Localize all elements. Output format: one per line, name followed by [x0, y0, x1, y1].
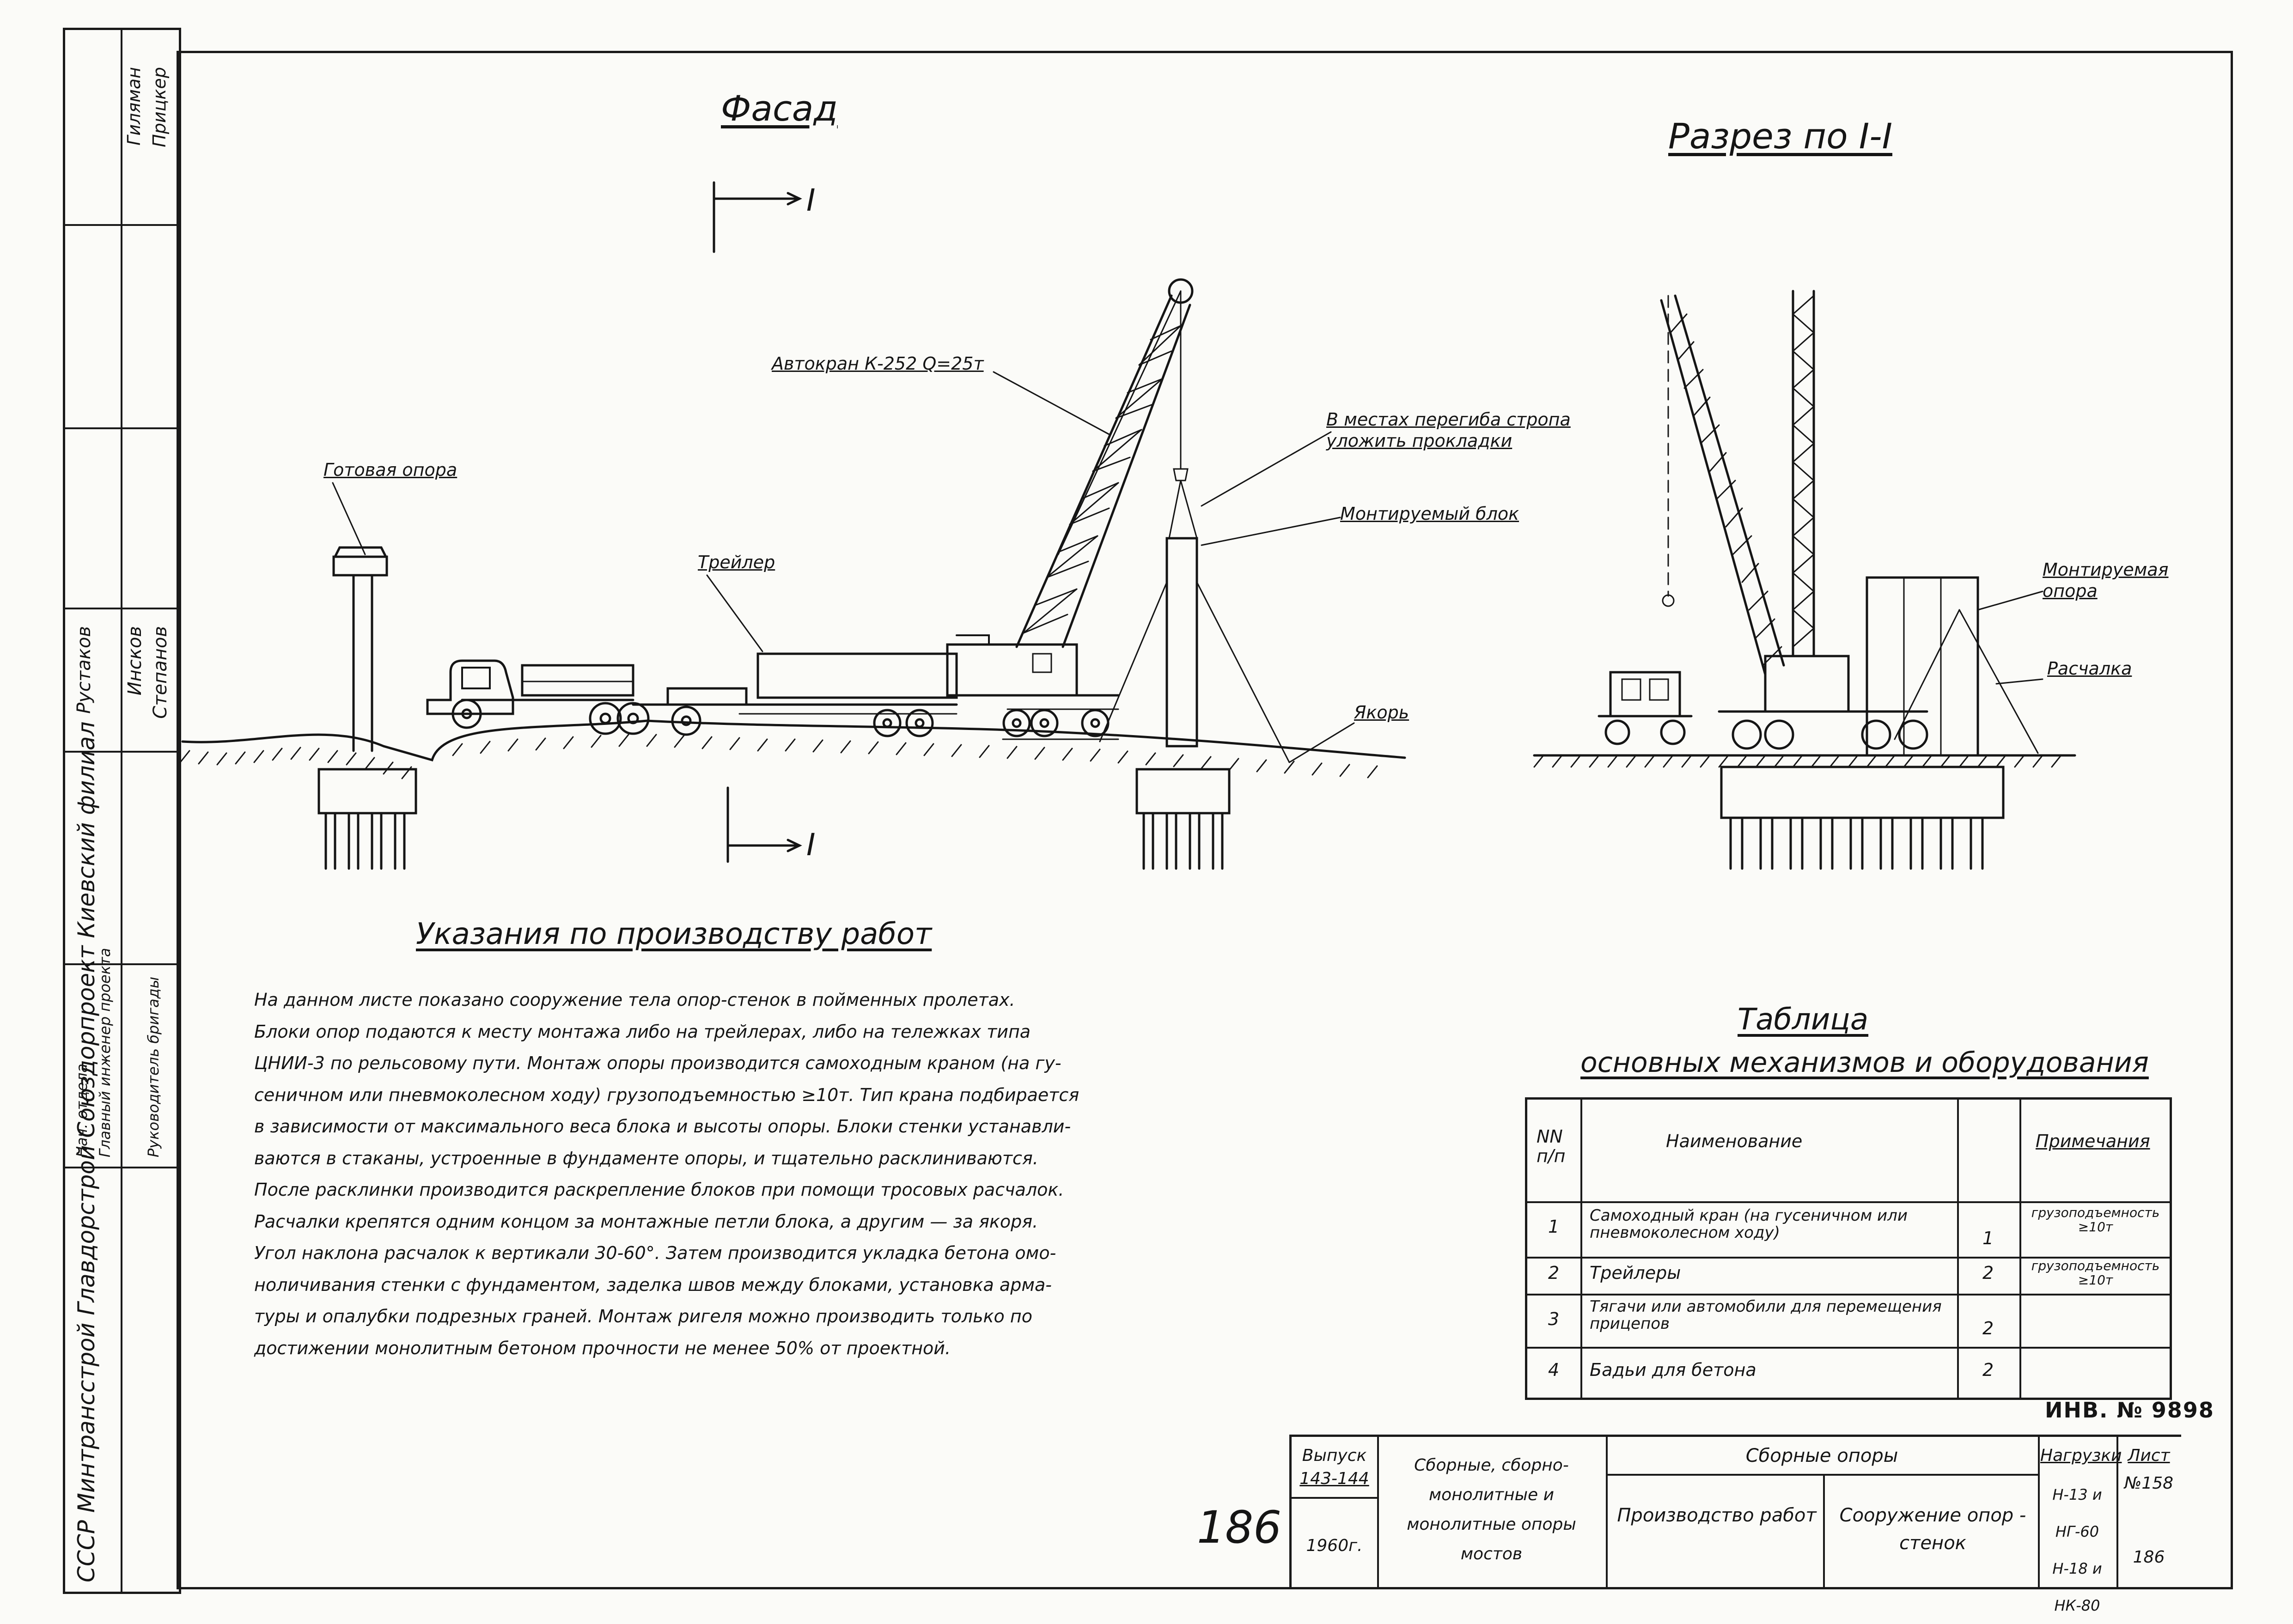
- instructions-line: в зависимости от максимального веса блок…: [254, 1116, 1071, 1137]
- instructions-line: Расчалки крепятся одним концом за монтаж…: [254, 1211, 1038, 1232]
- table-row-2-num: 2: [1548, 1263, 1560, 1283]
- section-mark-label-bottom: I: [806, 827, 816, 863]
- title-block-col: [2116, 1437, 2118, 1587]
- instructions-line: Блоки опор подаются к месту монтажа либо…: [254, 1021, 1031, 1042]
- table-header-note: Примечания: [2036, 1131, 2150, 1151]
- side-stamp-row: [65, 608, 179, 609]
- side-stamp-row: [65, 963, 179, 965]
- instructions-line: ЦНИИ-3 по рельсовому пути. Монтаж опоры …: [254, 1053, 1061, 1073]
- sheet-label: Лист: [2128, 1446, 2170, 1465]
- table-row-2-qty: 2: [1982, 1263, 1994, 1283]
- trailer: [666, 652, 958, 737]
- instructions-line: После расклинки производится раскреплени…: [254, 1180, 1064, 1200]
- label-pads: В местах перегиба стропа уложить проклад…: [1326, 409, 1571, 451]
- table-row-line: [1527, 1347, 2170, 1349]
- table-row-2-note: грузоподъемность ≥10т: [2031, 1258, 2160, 1288]
- instructions-line: Угол наклона расчалок к вертикали 30-60°…: [254, 1243, 1056, 1263]
- section-support: [1866, 576, 2043, 757]
- inventory-number: ИНВ. № 9898: [2045, 1398, 2214, 1423]
- table-row-4-num: 4: [1548, 1360, 1560, 1380]
- label-anchor: Якорь: [1354, 702, 1409, 723]
- table-row-line: [1527, 1201, 2170, 1203]
- page-number: 186: [1197, 1502, 1282, 1553]
- table-row-3-qty: 2: [1982, 1318, 1994, 1338]
- label-guy: Расчалка: [2047, 658, 2132, 679]
- issue-label: Выпуск: [1302, 1446, 1367, 1465]
- label-mounted-block: Монтируемый блок: [1340, 504, 1519, 524]
- table-col-line: [1957, 1100, 1959, 1398]
- instructions-line: ваются в стаканы, устроенные в фундамент…: [254, 1148, 1038, 1168]
- title-block-col: [1823, 1474, 1825, 1587]
- title-block-row: [1606, 1474, 2038, 1476]
- loads-value: Н-13 и НГ-60 Н-18 и НК-80: [2052, 1486, 2102, 1614]
- table-row-3-name: Тягачи или автомобили для перемещения пр…: [1590, 1297, 1942, 1333]
- table-row-2-name: Трейлеры: [1590, 1263, 1681, 1283]
- facade-title: Фасад: [721, 88, 838, 129]
- instructions-title: Указания по производству работ: [416, 917, 932, 951]
- label-ready-support: Готовая опора: [323, 460, 457, 480]
- instructions-line: достижении монолитным бетоном прочности …: [254, 1338, 951, 1358]
- table-header-name: Наименование: [1666, 1131, 1803, 1151]
- instructions-text: На данном листе показано сооружение тела…: [254, 984, 1174, 1364]
- instructions-line: туры и опалубки подрезных граней. Монтаж…: [254, 1306, 1032, 1326]
- title-block-row: [1292, 1497, 1377, 1499]
- side-stamp-row: [65, 1167, 179, 1168]
- table-row-4-qty: 2: [1982, 1360, 1994, 1380]
- table-header-num: NN п/п: [1537, 1126, 1566, 1166]
- table-row-1-qty: 1: [1982, 1228, 1994, 1248]
- equipment-table: NN п/п Наименование Примечания 1 Самоход…: [1525, 1097, 2172, 1400]
- side-approval-stamp: СССР Минтрансстрой Главдорстрой Союздорп…: [63, 28, 181, 1594]
- mounted-block: [1099, 480, 1290, 870]
- section-mark-label-top: I: [806, 182, 816, 218]
- table-row-1-note: грузоподъемность ≥10т: [2031, 1205, 2160, 1235]
- title-block-header: Сборные опоры: [1745, 1445, 1898, 1466]
- drawing-frame: [177, 51, 2233, 1589]
- section-title: Разрез по I-I: [1668, 116, 1892, 157]
- label-truck-crane: Автокран К-252 Q=25т: [772, 353, 984, 374]
- issue-year: 1960г.: [1306, 1536, 1363, 1555]
- table-row-line: [1527, 1294, 2170, 1296]
- side-stamp-row: [65, 224, 179, 226]
- facade-leaders: [332, 371, 1355, 763]
- table-row-4-name: Бадьи для бетона: [1590, 1360, 1756, 1380]
- table-col-line: [2019, 1100, 2021, 1398]
- truck-crane: [946, 278, 1194, 740]
- side-stamp-row: [65, 427, 179, 429]
- table-row-line: [1527, 1257, 2170, 1259]
- section-trolley: [1598, 671, 1693, 745]
- truck: [426, 659, 671, 735]
- issue-value: 143-144: [1299, 1469, 1369, 1488]
- title-block: Выпуск 143-144 1960г. Сборные, сборно-мо…: [1289, 1435, 2181, 1614]
- section-crane: [1660, 290, 1928, 750]
- title-block-col: [1377, 1437, 1379, 1587]
- section-ground: [1533, 754, 2076, 870]
- side-stamp-divider: [121, 30, 122, 1592]
- sheet-page: 186: [2133, 1548, 2165, 1567]
- table-col-line: [1580, 1100, 1582, 1398]
- section-mark-top: [713, 181, 802, 253]
- title-block-col: [2038, 1437, 2040, 1587]
- table-row-3-num: 3: [1548, 1309, 1560, 1329]
- construction-title: Сооружение опор - стенок: [1839, 1505, 2026, 1554]
- instructions-line: сеничном или пневмоколесном ходу) грузоп…: [254, 1084, 1079, 1105]
- instructions-line: На данном листе показано сооружение тела…: [254, 990, 1015, 1010]
- series-title: Сборные, сборно-монолитные и монолитные …: [1407, 1456, 1576, 1563]
- section-mark-bottom: [726, 786, 802, 863]
- instructions-line: ноличивания стенки с фундаментом, заделк…: [254, 1274, 1052, 1295]
- ready-support: [317, 546, 417, 870]
- label-trailer: Трейлер: [698, 552, 775, 572]
- table-title-line2: основных механизмов и оборудования: [1580, 1046, 2149, 1079]
- side-stamp-row: [65, 751, 179, 753]
- table-row-1-name: Самоходный кран (на гусеничном или пневм…: [1590, 1206, 1908, 1242]
- sheet-number: №158: [2124, 1474, 2174, 1493]
- loads-label: Нагрузки: [2040, 1446, 2122, 1465]
- work-title: Производство работ: [1617, 1505, 1817, 1526]
- table-row-1-num: 1: [1548, 1216, 1560, 1237]
- label-section-support: Монтируемая опора: [2043, 560, 2169, 601]
- title-block-col: [1606, 1437, 1608, 1587]
- table-title-line1: Таблица: [1738, 1003, 1869, 1037]
